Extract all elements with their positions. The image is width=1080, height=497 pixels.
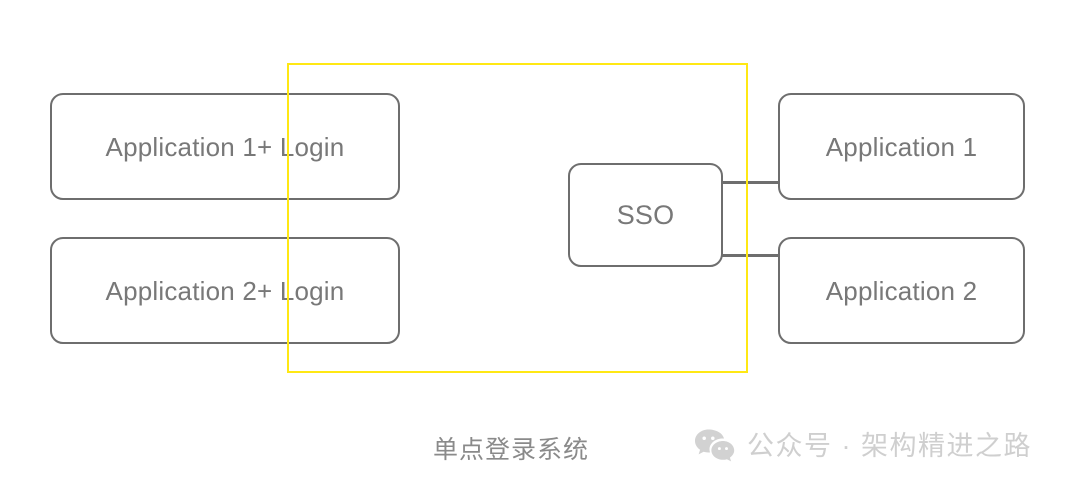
node-sso[interactable]: SSO xyxy=(568,163,723,267)
node-label: Application 1 xyxy=(825,131,978,162)
node-application-1-login[interactable]: Application 1+ Login xyxy=(50,93,400,200)
node-label: Application 2 xyxy=(825,275,978,306)
node-label: Application 2+ Login xyxy=(105,275,345,306)
connector-sso-to-application-2 xyxy=(720,254,780,257)
diagram-caption: 单点登录系统 xyxy=(432,436,589,464)
node-label: SSO xyxy=(616,199,675,230)
wechat-icon xyxy=(694,428,736,464)
watermark: 公众号 · 架构精进之路 xyxy=(694,428,1032,464)
node-application-1[interactable]: Application 1 xyxy=(778,93,1025,200)
connector-sso-to-application-1 xyxy=(720,181,780,184)
watermark-text: 公众号 · 架构精进之路 xyxy=(747,430,1032,461)
node-application-2-login[interactable]: Application 2+ Login xyxy=(50,237,400,344)
node-application-2[interactable]: Application 2 xyxy=(778,237,1025,344)
node-label: Application 1+ Login xyxy=(105,131,345,162)
